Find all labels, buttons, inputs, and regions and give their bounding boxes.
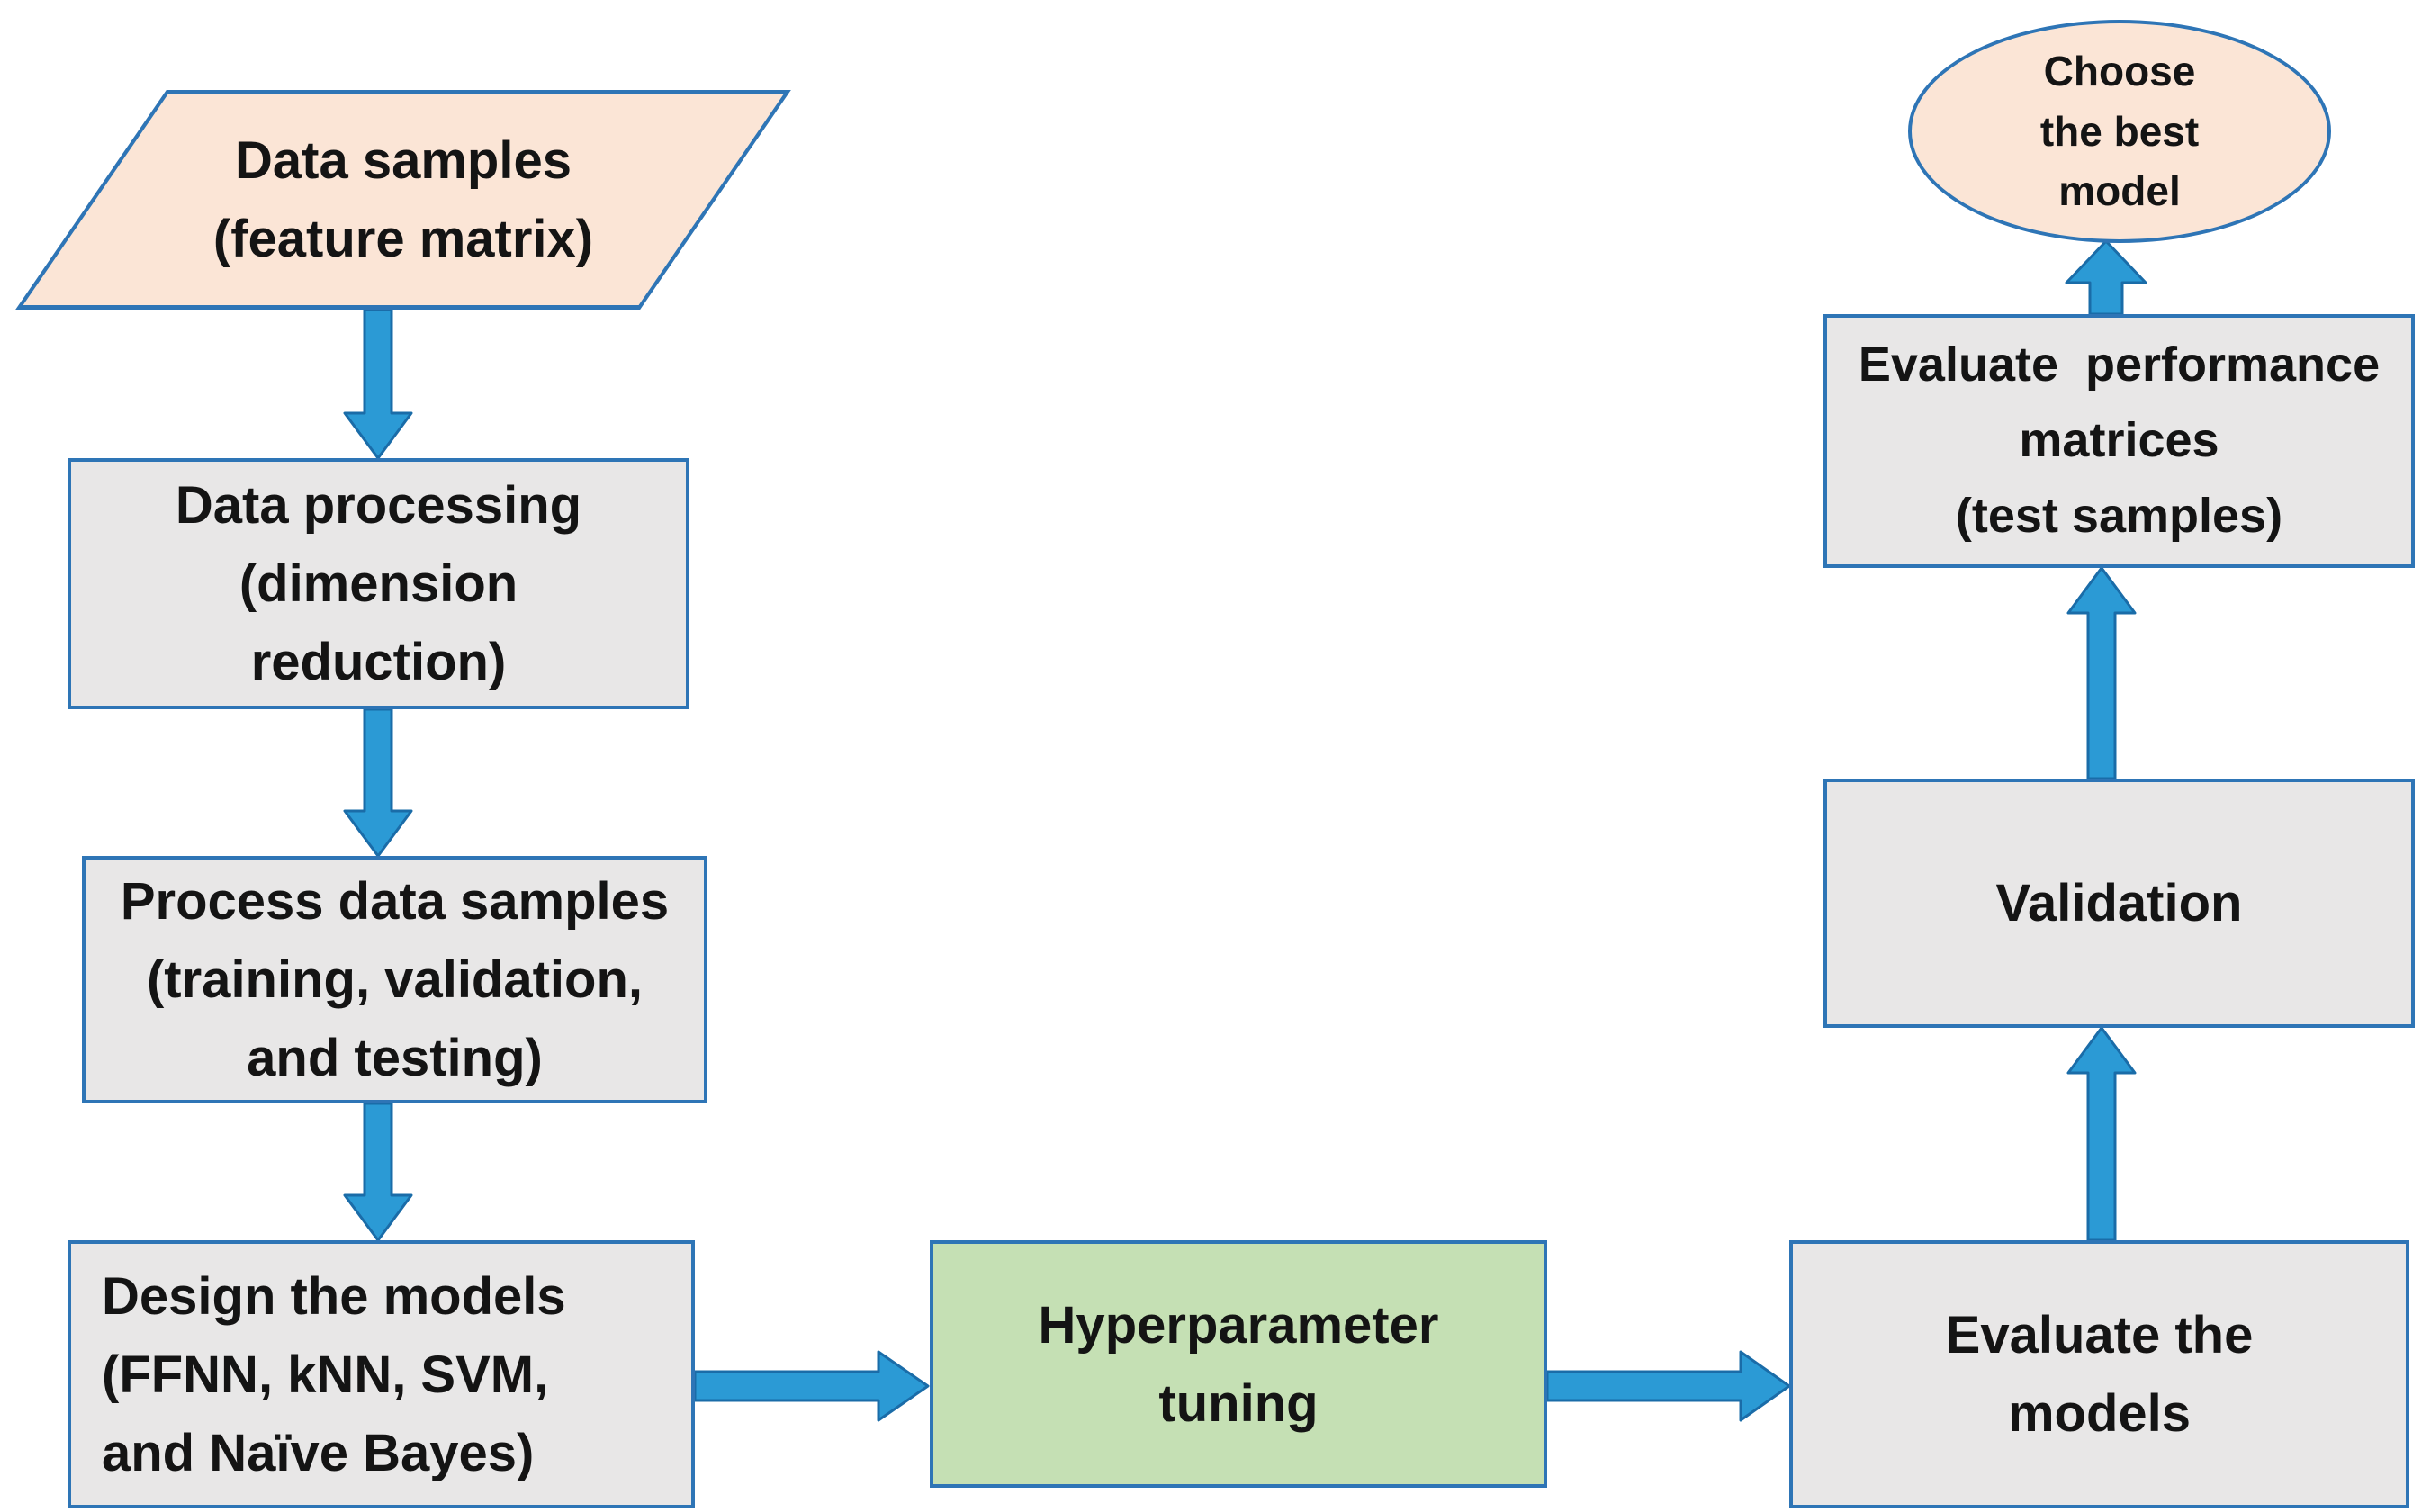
validation-box: Validation [1823, 778, 2415, 1028]
node-text-line: tuning [1158, 1373, 1319, 1433]
node-text-line: matrices [2019, 413, 2219, 468]
arrow-design-models-to-hyperparameter [693, 1350, 930, 1422]
arrow-validation-to-evaluate-performance [2066, 566, 2137, 780]
arrow-evaluate-models-to-validation [2066, 1026, 2137, 1242]
node-text-line: Data samples [235, 131, 572, 190]
node-text-line: models [2007, 1384, 2192, 1443]
evaluate-performance-box: Evaluate performance matrices (test samp… [1823, 314, 2415, 568]
arrow-data-processing-to-process-samples [343, 707, 413, 858]
node-text-line: Evaluate performance [1858, 338, 2381, 392]
node-text-line: Hyperparameter [1038, 1295, 1439, 1354]
node-text-line: Process data samples [120, 872, 670, 931]
node-text-line: (feature matrix) [212, 210, 594, 268]
process-data-samples-box: Process data samples (training, validati… [82, 856, 707, 1103]
node-text-line: Validation [1995, 874, 2243, 932]
choose-best-model-ellipse: Choose the best model [1908, 20, 2331, 243]
arrow-data-samples-to-data-processing [343, 308, 413, 460]
node-text-line: Design the models [102, 1266, 566, 1326]
arrow-evaluate-performance-to-choose-best [2065, 239, 2147, 316]
evaluate-models-box: Evaluate the models [1789, 1240, 2409, 1508]
node-text-line: model [2058, 167, 2181, 215]
node-text-line: and Naïve Bayes) [102, 1423, 535, 1482]
data-samples-label: Data samples (feature matrix) [88, 90, 718, 310]
arrow-hyperparameter-to-evaluate-models [1545, 1350, 1791, 1422]
node-text-line: the best [2039, 107, 2200, 155]
node-text-line: Choose [2043, 47, 2196, 94]
arrow-process-samples-to-design-models [343, 1102, 413, 1242]
design-models-box: Design the models (FFNN, kNN, SVM, and N… [68, 1240, 695, 1508]
data-processing-box: Data processing (dimension reduction) [68, 458, 689, 709]
node-text-line: (test samples) [1955, 488, 2283, 543]
node-text-line: Data processing [175, 476, 582, 535]
node-text-line: (dimension [239, 554, 518, 613]
node-text-line: Evaluate the [1945, 1306, 2254, 1364]
node-text-line: reduction) [250, 633, 507, 691]
node-text-line: (training, validation, [146, 950, 644, 1009]
node-text-line: and testing) [247, 1029, 543, 1087]
hyperparameter-tuning-box: Hyperparameter tuning [930, 1240, 1547, 1488]
node-text-line: (FFNN, kNN, SVM, [102, 1345, 549, 1404]
